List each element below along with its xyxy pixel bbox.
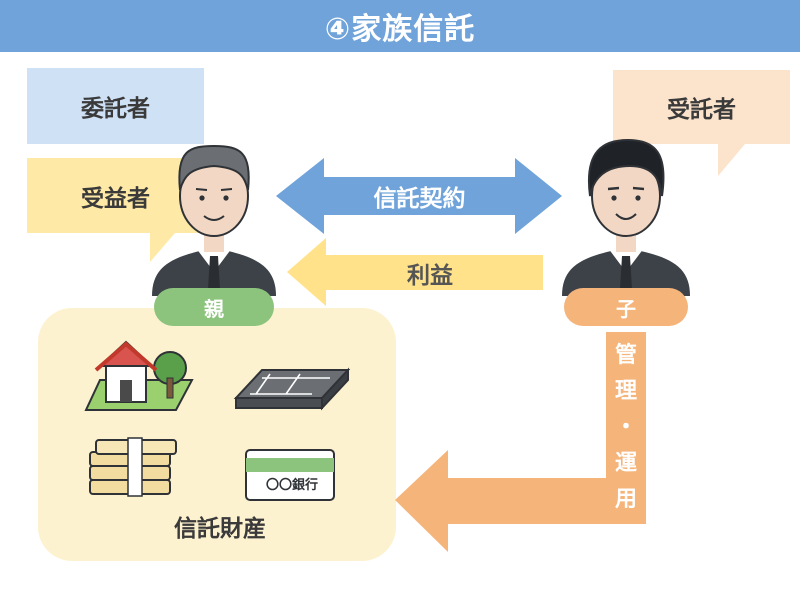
child-label: 子: [564, 288, 688, 326]
bankbook-icon: [245, 449, 335, 501]
child-figure: [562, 138, 690, 296]
management-char-4: 運: [614, 451, 637, 476]
benefit-arrow: [287, 238, 543, 306]
trust-property-title: 信託財産: [174, 516, 266, 542]
parent-label: 親: [154, 288, 274, 326]
beneficiary-bubble: [27, 158, 204, 262]
beneficiary-label: 受益者: [81, 185, 150, 212]
parent-figure: [152, 144, 276, 296]
contract-arrow: [276, 158, 562, 234]
settlor-label: 委託者: [81, 96, 150, 122]
page-title: ④家族信託: [0, 0, 800, 52]
management-arrow: [395, 332, 646, 552]
trustee-bubble: [613, 70, 790, 176]
cash-icon: [89, 437, 177, 497]
contract-arrow-label: 信託契約: [373, 186, 466, 212]
settlor-bubble: [27, 68, 204, 144]
management-char-2: 理: [614, 379, 637, 404]
management-char-1: 管: [614, 343, 637, 368]
trustee-label: 受託者: [667, 97, 736, 123]
bank-name-label: 〇〇銀行: [265, 478, 318, 493]
house-icon: [84, 340, 194, 411]
benefit-arrow-label: 利益: [407, 262, 453, 289]
management-char-3: ・: [614, 415, 637, 440]
land-icon: [233, 367, 351, 411]
management-char-5: 用: [614, 487, 637, 512]
management-arrow-label: 管 理 ・ 運 用: [606, 338, 646, 518]
